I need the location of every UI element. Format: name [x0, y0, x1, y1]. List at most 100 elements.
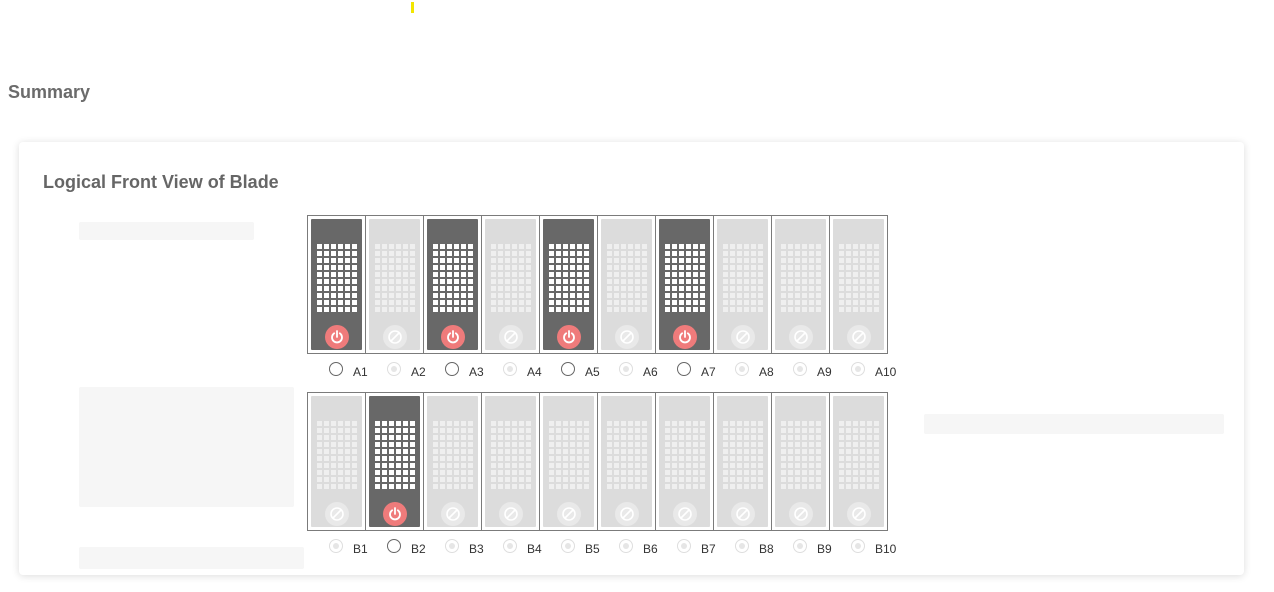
slot-radio — [503, 539, 517, 553]
slot-radio — [735, 539, 749, 553]
slot-label: B8 — [759, 542, 774, 556]
vent-grid — [780, 421, 821, 489]
slot-label: B10 — [875, 542, 897, 556]
power-icon[interactable] — [672, 325, 697, 349]
slot-radio[interactable] — [561, 362, 575, 376]
slot-label: A6 — [643, 365, 658, 379]
slot-radio[interactable] — [445, 362, 459, 376]
vent-grid — [722, 421, 763, 489]
blade-module — [485, 396, 536, 527]
blade-slot[interactable] — [713, 392, 772, 531]
disabled-icon — [846, 502, 871, 526]
blade-slot[interactable] — [655, 392, 714, 531]
slot-selector[interactable]: A3 — [423, 362, 484, 380]
vent-grid — [606, 244, 647, 312]
blade-slot[interactable] — [655, 215, 714, 354]
slot-radio — [561, 539, 575, 553]
slot-radio[interactable] — [387, 539, 401, 553]
blade-module — [369, 396, 420, 527]
slot-label: A10 — [875, 365, 897, 379]
slot-label: A2 — [411, 365, 426, 379]
blade-module — [717, 219, 768, 350]
blade-slot[interactable] — [539, 392, 598, 531]
slot-label: B4 — [527, 542, 542, 556]
disabled-icon — [672, 502, 697, 526]
blade-slot[interactable] — [597, 392, 656, 531]
power-icon[interactable] — [324, 325, 349, 349]
blade-slot[interactable] — [829, 215, 888, 354]
power-icon[interactable] — [382, 502, 407, 526]
disabled-icon — [730, 325, 755, 349]
blade-slot[interactable] — [481, 392, 540, 531]
placeholder-block — [79, 387, 294, 507]
disabled-icon — [498, 325, 523, 349]
blade-module — [369, 219, 420, 350]
vent-grid — [432, 244, 473, 312]
blade-module — [659, 396, 710, 527]
blade-module — [427, 396, 478, 527]
vent-grid — [606, 421, 647, 489]
blade-slot[interactable] — [771, 392, 830, 531]
slot-label: A5 — [585, 365, 600, 379]
blade-slot[interactable] — [365, 392, 424, 531]
blade-slot[interactable] — [597, 215, 656, 354]
slot-selector[interactable]: A5 — [539, 362, 600, 380]
slot-selector[interactable]: B2 — [365, 539, 426, 557]
power-icon[interactable] — [556, 325, 581, 349]
blade-row-b — [307, 392, 888, 531]
slot-selector: B9 — [771, 539, 832, 557]
slot-radio[interactable] — [329, 362, 343, 376]
slot-selector: B4 — [481, 539, 542, 557]
disabled-icon — [382, 325, 407, 349]
blade-row-a — [307, 215, 888, 354]
slot-label: B7 — [701, 542, 716, 556]
slot-selector[interactable]: A1 — [307, 362, 368, 380]
blade-slot[interactable] — [829, 392, 888, 531]
blade-module — [427, 219, 478, 350]
slot-selector: A6 — [597, 362, 658, 380]
slot-selector: B3 — [423, 539, 484, 557]
vent-grid — [780, 244, 821, 312]
blade-slot[interactable] — [423, 215, 482, 354]
slot-label: A9 — [817, 365, 832, 379]
vent-grid — [664, 244, 705, 312]
slot-radio — [503, 362, 517, 376]
blade-slot[interactable] — [307, 392, 366, 531]
slot-radio — [387, 362, 401, 376]
blade-module — [775, 396, 826, 527]
blade-slot[interactable] — [423, 392, 482, 531]
slot-label: B6 — [643, 542, 658, 556]
disabled-icon — [614, 502, 639, 526]
blade-slot[interactable] — [539, 215, 598, 354]
slot-radio[interactable] — [677, 362, 691, 376]
blade-slot[interactable] — [365, 215, 424, 354]
blade-slot[interactable] — [481, 215, 540, 354]
disabled-icon — [788, 502, 813, 526]
card-title: Logical Front View of Blade — [43, 172, 279, 192]
blade-slot[interactable] — [771, 215, 830, 354]
blade-module — [601, 219, 652, 350]
blade-module — [543, 219, 594, 350]
blade-module — [543, 396, 594, 527]
vent-grid — [490, 244, 531, 312]
blade-slot[interactable] — [307, 215, 366, 354]
disabled-icon — [440, 502, 465, 526]
slot-label: B5 — [585, 542, 600, 556]
power-icon[interactable] — [440, 325, 465, 349]
vent-grid — [548, 421, 589, 489]
slot-selector[interactable]: A7 — [655, 362, 716, 380]
placeholder-block — [79, 547, 304, 569]
vent-grid — [838, 244, 879, 312]
vent-grid — [316, 244, 357, 312]
blade-module — [833, 396, 884, 527]
slot-radio — [793, 539, 807, 553]
blade-module — [659, 219, 710, 350]
blade-module — [485, 219, 536, 350]
slot-selector: A4 — [481, 362, 542, 380]
blade-slot[interactable] — [713, 215, 772, 354]
blade-module — [717, 396, 768, 527]
slot-selector: B8 — [713, 539, 774, 557]
